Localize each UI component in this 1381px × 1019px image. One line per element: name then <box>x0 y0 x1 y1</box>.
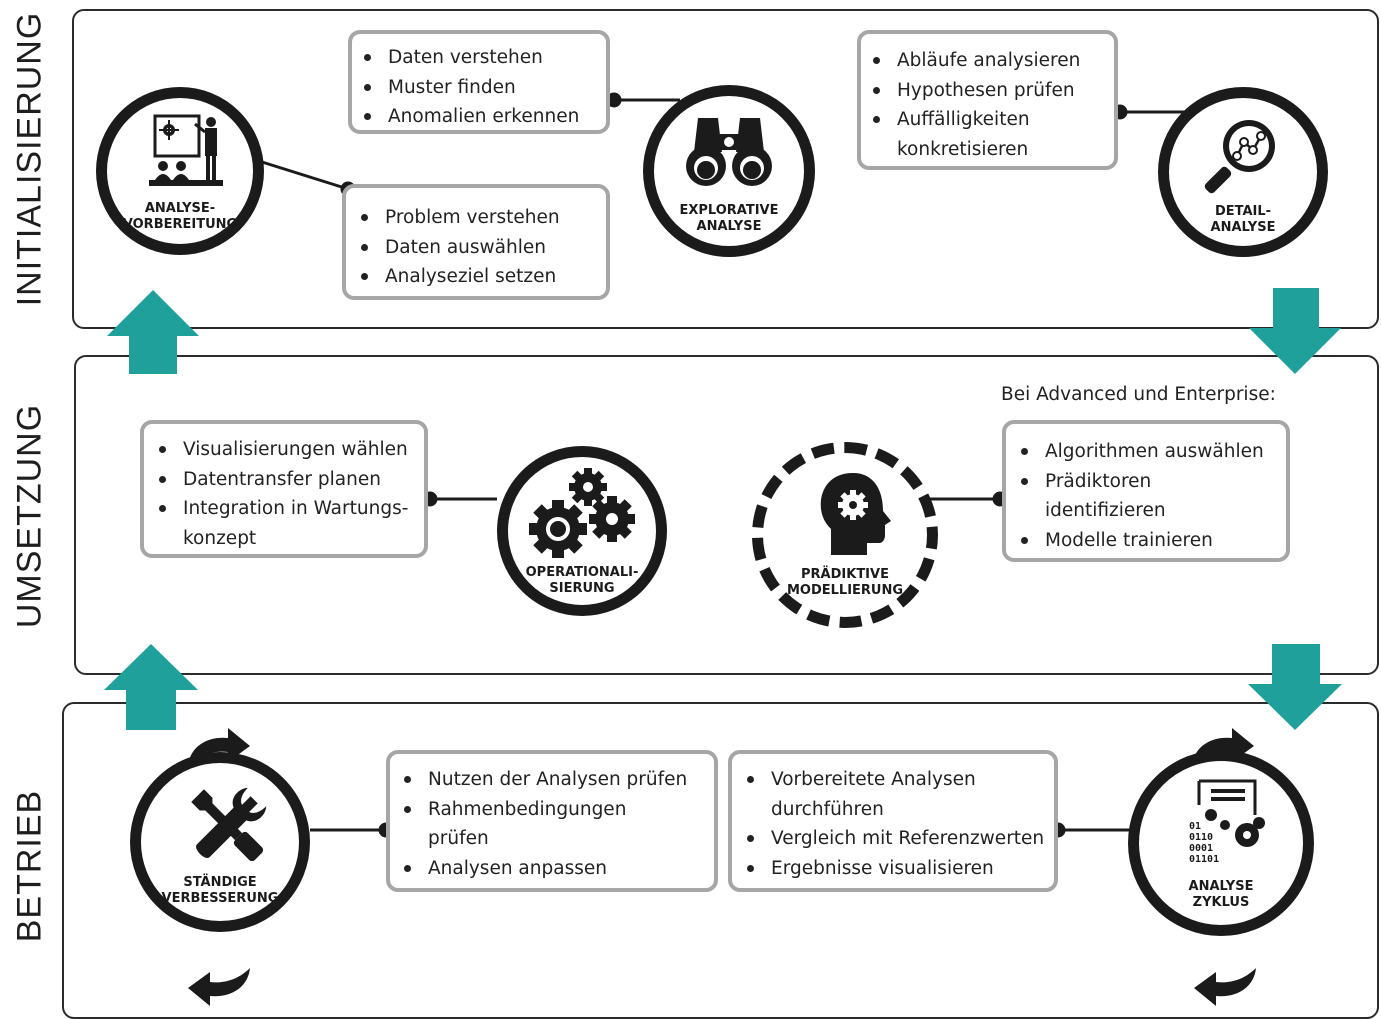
list-item: Abläufe analysieren <box>861 46 1114 76</box>
list-item-line: prüfen <box>428 828 489 849</box>
node-label-line: STÄNDIGE <box>183 875 257 890</box>
magnifier-chart-icon <box>1204 120 1275 194</box>
list-item: Anomalien erkennen <box>352 102 606 132</box>
list-item-line: konkretisieren <box>897 138 1029 160</box>
node-praediktive-modellierung: PRÄDIKTIVE MODELLIERUNG <box>752 442 938 628</box>
box-detail-analyse: Abläufe analysieren Hypothesen prüfen Au… <box>857 30 1118 170</box>
gears-icon <box>529 468 635 558</box>
head-gear-icon <box>820 473 891 555</box>
list-item-line: identifizieren <box>1045 500 1166 521</box>
list-item: Muster finden <box>352 73 606 103</box>
list-item: Analysen anpassen <box>392 854 714 884</box>
node-label: ANALYSE ZYKLUS <box>1139 879 1303 911</box>
node-label-line: ANALYSE <box>696 219 762 234</box>
node-explorative-analyse: EXPLORATIVE ANALYSE <box>643 85 815 257</box>
node-analyse-vorbereitung: ANALYSE- VORBEREITUNG <box>96 87 264 255</box>
node-label-line: OPERATIONALI- <box>525 565 639 580</box>
node-label-line: MODELLIERUNG <box>786 583 904 598</box>
node-label: ANALYSE- VORBEREITUNG <box>107 201 253 233</box>
arrow-up-icon <box>107 290 199 374</box>
node-label-line: PRÄDIKTIVE <box>801 567 889 582</box>
list-item-line: Rahmenbedingungen <box>428 798 627 820</box>
list-item: Ergebnisse visualisieren <box>735 854 1054 884</box>
box-analyse-zyklus: Vorbereitete Analysen durchführen Vergle… <box>728 750 1058 892</box>
list-item-line: konzept <box>183 527 257 549</box>
list-item: Vorbereitete Analysen durchführen <box>735 765 1054 824</box>
node-label-line: ANALYSE- <box>144 201 216 216</box>
node-label-line: VERBESSERUNG <box>161 891 279 906</box>
node-detail-analyse: DETAIL- ANALYSE <box>1158 87 1328 257</box>
arrow-up-icon <box>104 644 198 730</box>
list-item: Vergleich mit Referenzwerten <box>735 824 1054 854</box>
node-staendige-verbesserung: STÄNDIGE VERBESSERUNG <box>130 752 310 932</box>
list-item-line: Prädiktoren <box>1045 470 1152 492</box>
list-item: Hypothesen prüfen <box>861 76 1114 106</box>
list-item-line: durchführen <box>771 798 884 820</box>
list-item: Algorithmen auswählen <box>1009 437 1286 467</box>
box-praediktive-modellierung: Algorithmen auswählen Prädiktoren identi… <box>1002 420 1290 562</box>
binoculars-icon <box>686 118 772 186</box>
list-item: Datentransfer planen <box>147 465 424 495</box>
list-item: Rahmenbedingungen prüfen <box>392 795 714 854</box>
node-label-line: ZYKLUS <box>1192 895 1250 910</box>
list-item: Integration in Wartungs- konzept <box>147 494 424 553</box>
binary-text: 0001 <box>1189 843 1213 854</box>
document-binary-icon: 01 0110 0001 01101 <box>1189 779 1265 865</box>
node-label: STÄNDIGE VERBESSERUNG <box>141 875 299 907</box>
list-item: Visualisierungen wählen <box>147 435 424 465</box>
arrow-down-icon <box>1248 644 1342 730</box>
list-item-line: Vorbereitete Analysen <box>771 769 976 790</box>
arrow-down-icon <box>1249 288 1341 374</box>
presentation-icon <box>149 114 223 186</box>
box-analyse-vorbereitung: Problem verstehen Daten auswählen Analys… <box>342 184 610 300</box>
list-item: Auffälligkeiten konkretisieren <box>861 105 1114 164</box>
binary-text: 01101 <box>1189 854 1219 865</box>
node-label-line: SIERUNG <box>549 581 615 596</box>
node-label: EXPLORATIVE ANALYSE <box>654 203 804 235</box>
list-item-line: Auffälligkeiten <box>897 109 1030 130</box>
list-item: Daten verstehen <box>352 43 606 73</box>
node-label: PRÄDIKTIVE MODELLIERUNG <box>763 567 927 599</box>
node-analyse-zyklus: 01 0110 0001 01101 ANALYSE ZYKLUS <box>1128 750 1314 936</box>
binary-text: 0110 <box>1189 832 1213 843</box>
list-item: Nutzen der Analysen prüfen <box>392 765 714 795</box>
binary-text: 01 <box>1189 821 1201 832</box>
cycle-arrow-icon <box>1194 968 1256 1006</box>
list-item: Problem verstehen <box>349 203 606 233</box>
box-operationalisierung: Visualisierungen wählen Datentransfer pl… <box>140 420 428 558</box>
node-label: OPERATIONALI- SIERUNG <box>508 565 656 597</box>
cycle-arrow-icon <box>188 968 250 1006</box>
node-label-line: EXPLORATIVE <box>679 203 779 218</box>
list-item-line: Integration in Wartungs- <box>183 498 409 519</box>
list-item: Prädiktoren identifizieren <box>1009 467 1286 526</box>
node-label-line: VORBEREITUNG <box>122 217 238 232</box>
node-label-line: ANALYSE <box>1210 220 1276 235</box>
tools-icon <box>191 787 267 862</box>
box-explorative-analyse: Daten verstehen Muster finden Anomalien … <box>348 30 610 134</box>
list-item: Analyseziel setzen <box>349 262 606 292</box>
list-item: Modelle trainieren <box>1009 526 1286 556</box>
node-label-line: ANALYSE <box>1188 879 1254 894</box>
node-label: DETAIL- ANALYSE <box>1169 204 1317 236</box>
box-staendige-verbesserung: Nutzen der Analysen prüfen Rahmenbedingu… <box>386 750 718 892</box>
advanced-enterprise-note: Bei Advanced und Enterprise: <box>1001 384 1276 405</box>
node-operationalisierung: OPERATIONALI- SIERUNG <box>497 446 667 616</box>
node-label-line: DETAIL- <box>1214 204 1272 219</box>
list-item: Daten auswählen <box>349 233 606 263</box>
